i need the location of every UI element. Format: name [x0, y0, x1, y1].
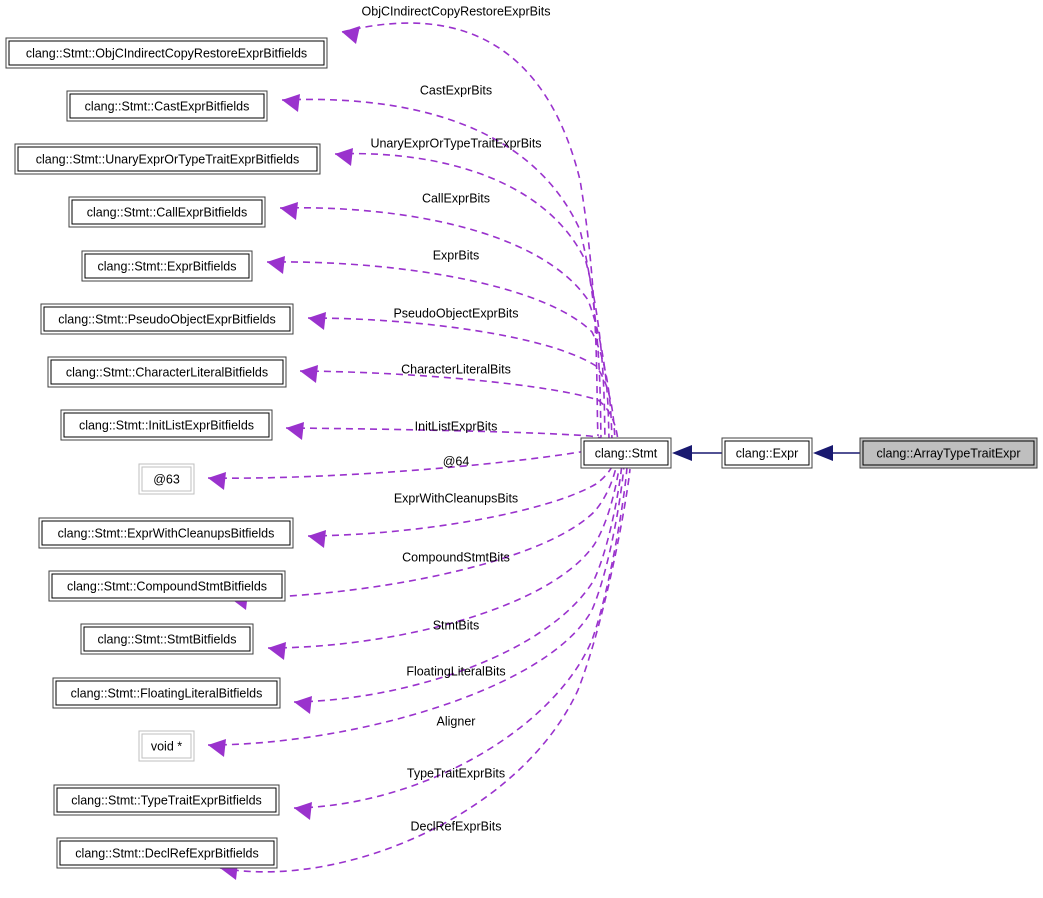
node-label: clang::Stmt::ExprBitfields: [98, 259, 237, 273]
inheritance-edges-group: [672, 445, 860, 461]
node-void-pointer: void *: [138, 730, 195, 762]
edge-label-typetraitexprbits: TypeTraitExprBits: [407, 766, 505, 780]
node-label: void *: [151, 739, 182, 753]
inheritance-edge-expr-to-stmt: [672, 445, 722, 461]
edge-label-at64: @64: [443, 454, 470, 468]
node-label: clang::Stmt::UnaryExprOrTypeTraitExprBit…: [36, 152, 300, 166]
node-label: @63: [153, 472, 180, 486]
usage-edges-group: [207, 22, 631, 880]
node-label: clang::Stmt::ObjCIndirectCopyRestoreExpr…: [26, 46, 307, 60]
node-clang-expr[interactable]: clang::Expr: [721, 437, 813, 469]
usage-edge-characterliteralbits: [299, 365, 619, 442]
node-label: clang::Stmt::CastExprBitfields: [85, 99, 250, 113]
node-compoundstmtbitfields[interactable]: clang::Stmt::CompoundStmtBitfields: [48, 570, 286, 602]
usage-edge-typetraitexprbits: [293, 466, 628, 820]
node-label: clang::Stmt::CharacterLiteralBitfields: [66, 365, 268, 379]
node-declrefexprbitfields[interactable]: clang::Stmt::DeclRefExprBitfields: [56, 837, 278, 869]
node-label: clang::Stmt::FloatingLiteralBitfields: [71, 686, 263, 700]
node-clang-arraytypetraitexpr[interactable]: clang::ArrayTypeTraitExpr: [859, 437, 1038, 469]
edge-label-characterliteralbits: CharacterLiteralBits: [401, 362, 511, 376]
edge-label-unaryexprortypetraitexprbits: UnaryExprOrTypeTraitExprBits: [370, 136, 541, 150]
node-label: clang::Stmt::ExprWithCleanupsBitfields: [58, 526, 275, 540]
node-at63: @63: [138, 463, 195, 495]
node-label: clang::Expr: [736, 446, 799, 460]
node-exprbitfields[interactable]: clang::Stmt::ExprBitfields: [81, 250, 253, 282]
node-label: clang::Stmt: [595, 446, 658, 460]
edge-label-exprwithcleanupsbits: ExprWithCleanupsBits: [394, 491, 518, 505]
usage-edge-objcindirectcopyrestoreexprbits: [341, 22, 599, 437]
inheritance-edge-arraytypetraitexpr-to-expr: [813, 445, 860, 461]
node-initlistexprbitfields[interactable]: clang::Stmt::InitListExprBitfields: [60, 409, 273, 441]
node-unaryexprortypetraitexprbitfields[interactable]: clang::Stmt::UnaryExprOrTypeTraitExprBit…: [14, 143, 321, 175]
edge-label-castexprbits: CastExprBits: [420, 83, 492, 97]
node-clang-stmt[interactable]: clang::Stmt: [580, 437, 672, 469]
node-pseudoobjectexprbitfields[interactable]: clang::Stmt::PseudoObjectExprBitfields: [40, 303, 294, 335]
edge-label-floatingliteralbits: FloatingLiteralBits: [406, 664, 505, 678]
node-label: clang::Stmt::PseudoObjectExprBitfields: [58, 312, 275, 326]
node-label: clang::Stmt::TypeTraitExprBitfields: [71, 793, 262, 807]
usage-edge-stmtbits: [267, 460, 621, 660]
node-label: clang::Stmt::DeclRefExprBitfields: [75, 846, 258, 860]
node-typetraitexprbitfields[interactable]: clang::Stmt::TypeTraitExprBitfields: [53, 784, 280, 816]
node-exprwithcleanupsbitfields[interactable]: clang::Stmt::ExprWithCleanupsBitfields: [38, 517, 294, 549]
usage-edge-callexprbits: [279, 202, 610, 439]
node-label: clang::Stmt::InitListExprBitfields: [79, 418, 254, 432]
node-castexprbitfields[interactable]: clang::Stmt::CastExprBitfields: [66, 90, 268, 122]
node-callexprbitfields[interactable]: clang::Stmt::CallExprBitfields: [68, 196, 266, 228]
node-label: clang::Stmt::CallExprBitfields: [87, 205, 247, 219]
node-stmtbitfields[interactable]: clang::Stmt::StmtBitfields: [80, 623, 254, 655]
usage-edge-aligner: [207, 464, 625, 757]
node-characterliteralbitfields[interactable]: clang::Stmt::CharacterLiteralBitfields: [47, 356, 287, 388]
usage-edge-exprbits: [266, 256, 613, 440]
usage-edge-pseudoobjectexprbits: [307, 312, 616, 441]
nodes-group: clang::Stmt::ObjCIndirectCopyRestoreExpr…: [5, 37, 1038, 869]
node-label: clang::ArrayTypeTraitExpr: [876, 446, 1020, 460]
node-objcindirectcopyrestoreexprbitfields[interactable]: clang::Stmt::ObjCIndirectCopyRestoreExpr…: [5, 37, 328, 69]
usage-edge-unaryexprortypetraitexprbits: [334, 148, 606, 439]
node-label: clang::Stmt::StmtBitfields: [98, 632, 237, 646]
usage-edge-floatingliteralbits: [293, 462, 623, 714]
edge-label-compoundstmtbits: CompoundStmtBits: [402, 550, 510, 564]
edge-label-stmtbits: StmtBits: [433, 618, 480, 632]
node-label: clang::Stmt::CompoundStmtBitfields: [67, 579, 267, 593]
edge-labels-group: ObjCIndirectCopyRestoreExprBits CastExpr…: [362, 4, 551, 833]
edge-label-aligner: Aligner: [437, 714, 476, 728]
edge-label-exprbits: ExprBits: [433, 248, 480, 262]
edge-label-declrefexprbits: DeclRefExprBits: [411, 819, 502, 833]
edge-label-initlistexprbits: InitListExprBits: [415, 419, 498, 433]
usage-edge-initlistexprbits: [285, 422, 615, 443]
usage-edge-at64: [207, 446, 613, 490]
edge-label-callexprbits: CallExprBits: [422, 191, 490, 205]
node-floatingliteralbitfields[interactable]: clang::Stmt::FloatingLiteralBitfields: [52, 677, 281, 709]
edge-label-objcindirectcopyrestoreexprbits: ObjCIndirectCopyRestoreExprBits: [362, 4, 551, 18]
usage-edge-castexprbits: [281, 94, 602, 438]
edge-label-pseudoobjectexprbits: PseudoObjectExprBits: [393, 306, 518, 320]
